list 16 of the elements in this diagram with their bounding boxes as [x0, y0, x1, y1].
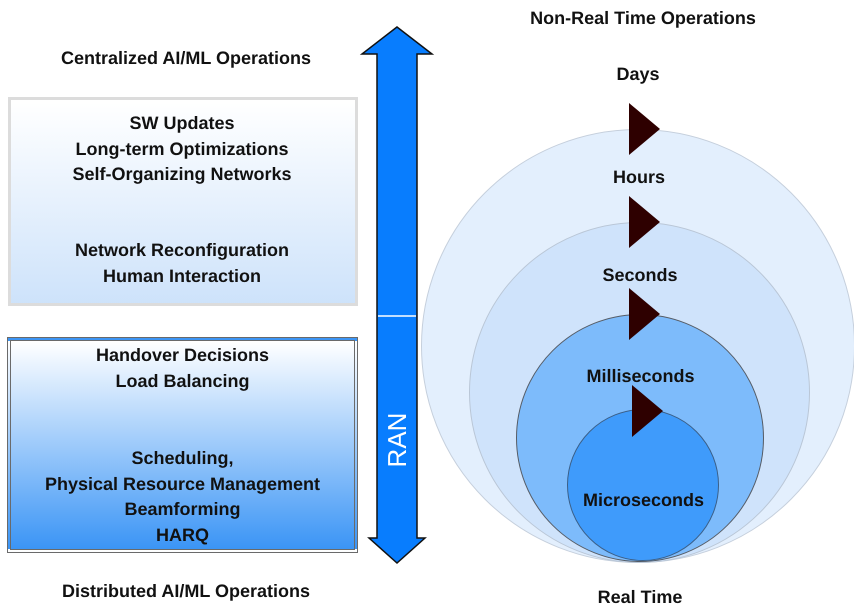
scale-label: Days — [615, 63, 661, 85]
box-text: SW Updates Long-term Optimizations Self-Organizing Networks — [71, 112, 293, 186]
heading: Real Time — [596, 586, 684, 608]
circle-label: Hours — [612, 166, 666, 189]
arrow-label: RAN — [382, 412, 412, 470]
process-box — [7, 337, 358, 553]
heading: Non-Real Time Operations — [529, 7, 757, 29]
box-text: Handover Decisions Load Balancing — [94, 344, 270, 393]
process-box — [8, 97, 358, 306]
box-text: Scheduling, Physical Resource Management Beamforming HARQ — [44, 447, 322, 546]
heading: Distributed AI/ML Operations — [60, 580, 312, 602]
circle-label: Seconds — [601, 264, 679, 286]
circle-label: Milliseconds — [585, 365, 696, 388]
circle-label: Microseconds — [582, 489, 706, 512]
box-text: Network Reconfiguration Human Interaction — [74, 239, 290, 288]
heading: Centralized AI/ML Operations — [60, 47, 312, 69]
